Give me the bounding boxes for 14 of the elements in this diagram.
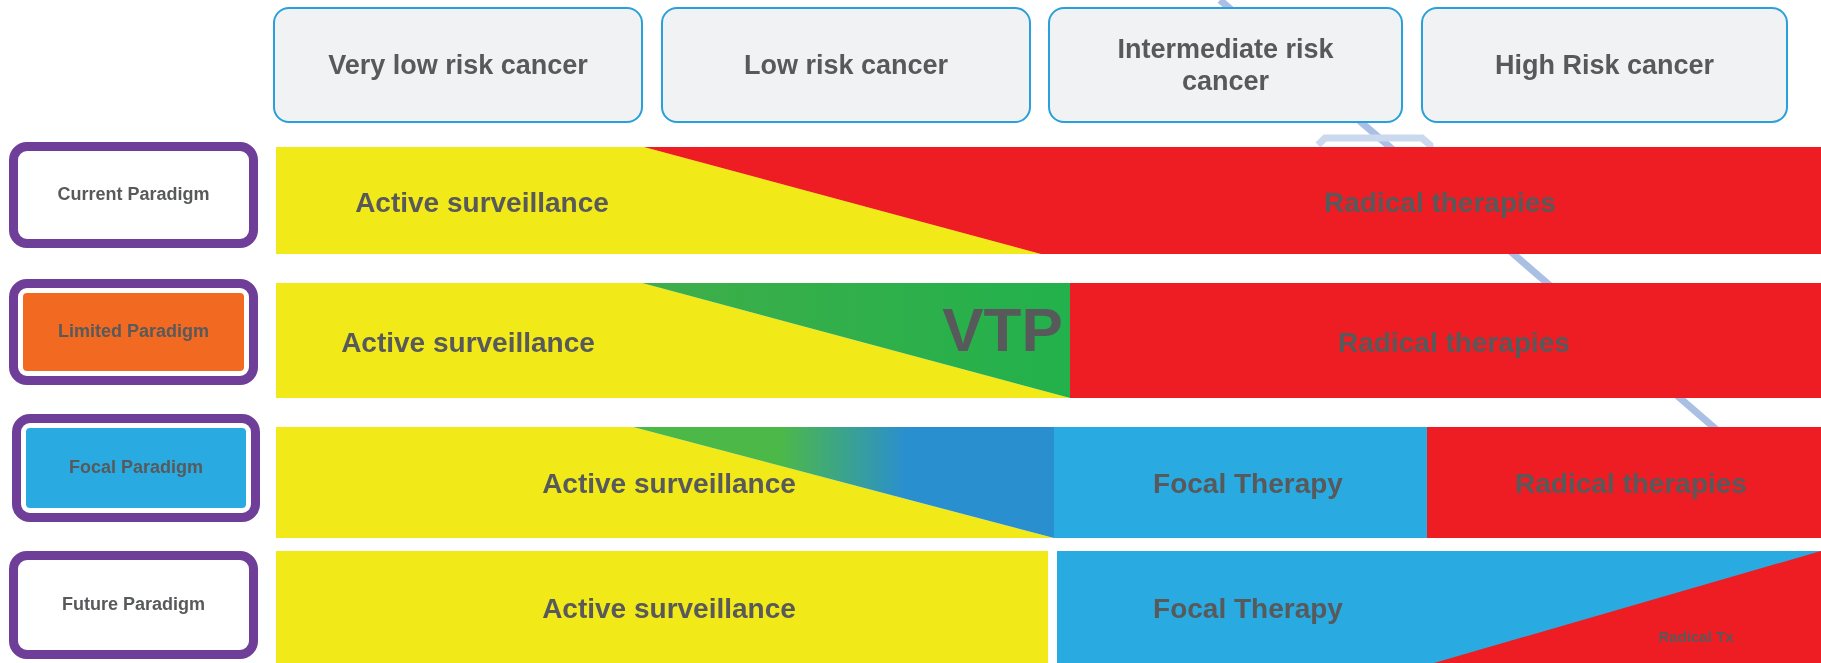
paradigm-label: Focal Paradigm bbox=[12, 414, 260, 522]
risk-category-header: Very low risk cancer bbox=[273, 7, 643, 123]
risk-category-header: Intermediate risk cancer bbox=[1048, 7, 1403, 123]
treatment-label: Focal Therapy bbox=[1108, 581, 1388, 637]
treatment-label: Active surveillance bbox=[519, 581, 819, 637]
risk-category-header: Low risk cancer bbox=[661, 7, 1031, 123]
treatment-label: Active surveillance bbox=[519, 456, 819, 512]
paradigm-label: Current Paradigm bbox=[9, 142, 258, 248]
paradigm-label: Future Paradigm bbox=[9, 551, 258, 659]
treatment-label: Active surveillance bbox=[318, 315, 618, 371]
treatment-label: Radical Tx bbox=[1640, 624, 1752, 650]
paradigm-label: Limited Paradigm bbox=[9, 279, 258, 385]
risk-category-header: High Risk cancer bbox=[1421, 7, 1788, 123]
treatment-label: Radical therapies bbox=[1250, 175, 1630, 231]
